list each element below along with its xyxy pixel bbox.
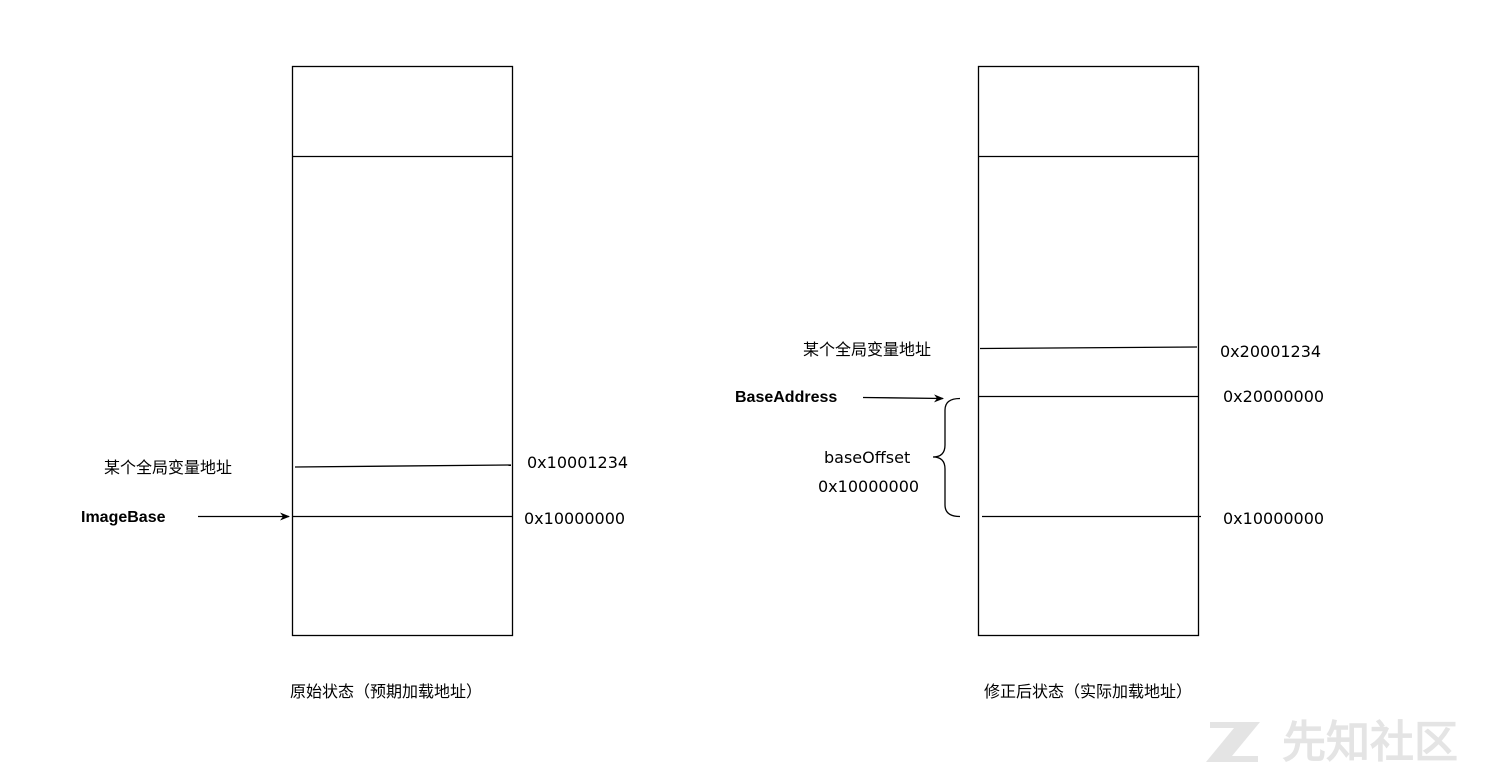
right-caption: 修正后状态（实际加载地址） bbox=[984, 682, 1192, 701]
right-addr-orig: 0x10000000 bbox=[1223, 509, 1324, 528]
base-offset-brace bbox=[932, 397, 961, 518]
left-memory-box bbox=[291, 65, 514, 637]
watermark: 先知社区 bbox=[1206, 717, 1458, 768]
right-global-var-label: 某个全局变量地址 bbox=[803, 340, 931, 359]
right-addr-global: 0x20001234 bbox=[1220, 342, 1321, 361]
left-addr-base: 0x10000000 bbox=[524, 509, 625, 528]
baseaddress-label: BaseAddress bbox=[735, 389, 837, 406]
watermark-text: 先知社区 bbox=[1282, 717, 1458, 768]
right-addr-base: 0x20000000 bbox=[1223, 387, 1324, 406]
left-global-var-label: 某个全局变量地址 bbox=[104, 458, 232, 477]
left-caption: 原始状态（预期加载地址） bbox=[290, 682, 482, 701]
baseaddress-arrow bbox=[862, 394, 944, 403]
base-offset-value: 0x10000000 bbox=[818, 477, 919, 496]
watermark-logo-icon bbox=[1206, 722, 1260, 762]
left-memory-block bbox=[198, 65, 514, 637]
right-global-var-line bbox=[979, 346, 1198, 350]
left-addr-global: 0x10001234 bbox=[527, 453, 628, 472]
right-memory-box bbox=[977, 65, 1200, 637]
base-offset-label: baseOffset bbox=[824, 448, 910, 467]
right-memory-block bbox=[862, 65, 1201, 637]
left-global-var-line bbox=[294, 464, 512, 468]
imagebase-label: ImageBase bbox=[81, 509, 166, 526]
